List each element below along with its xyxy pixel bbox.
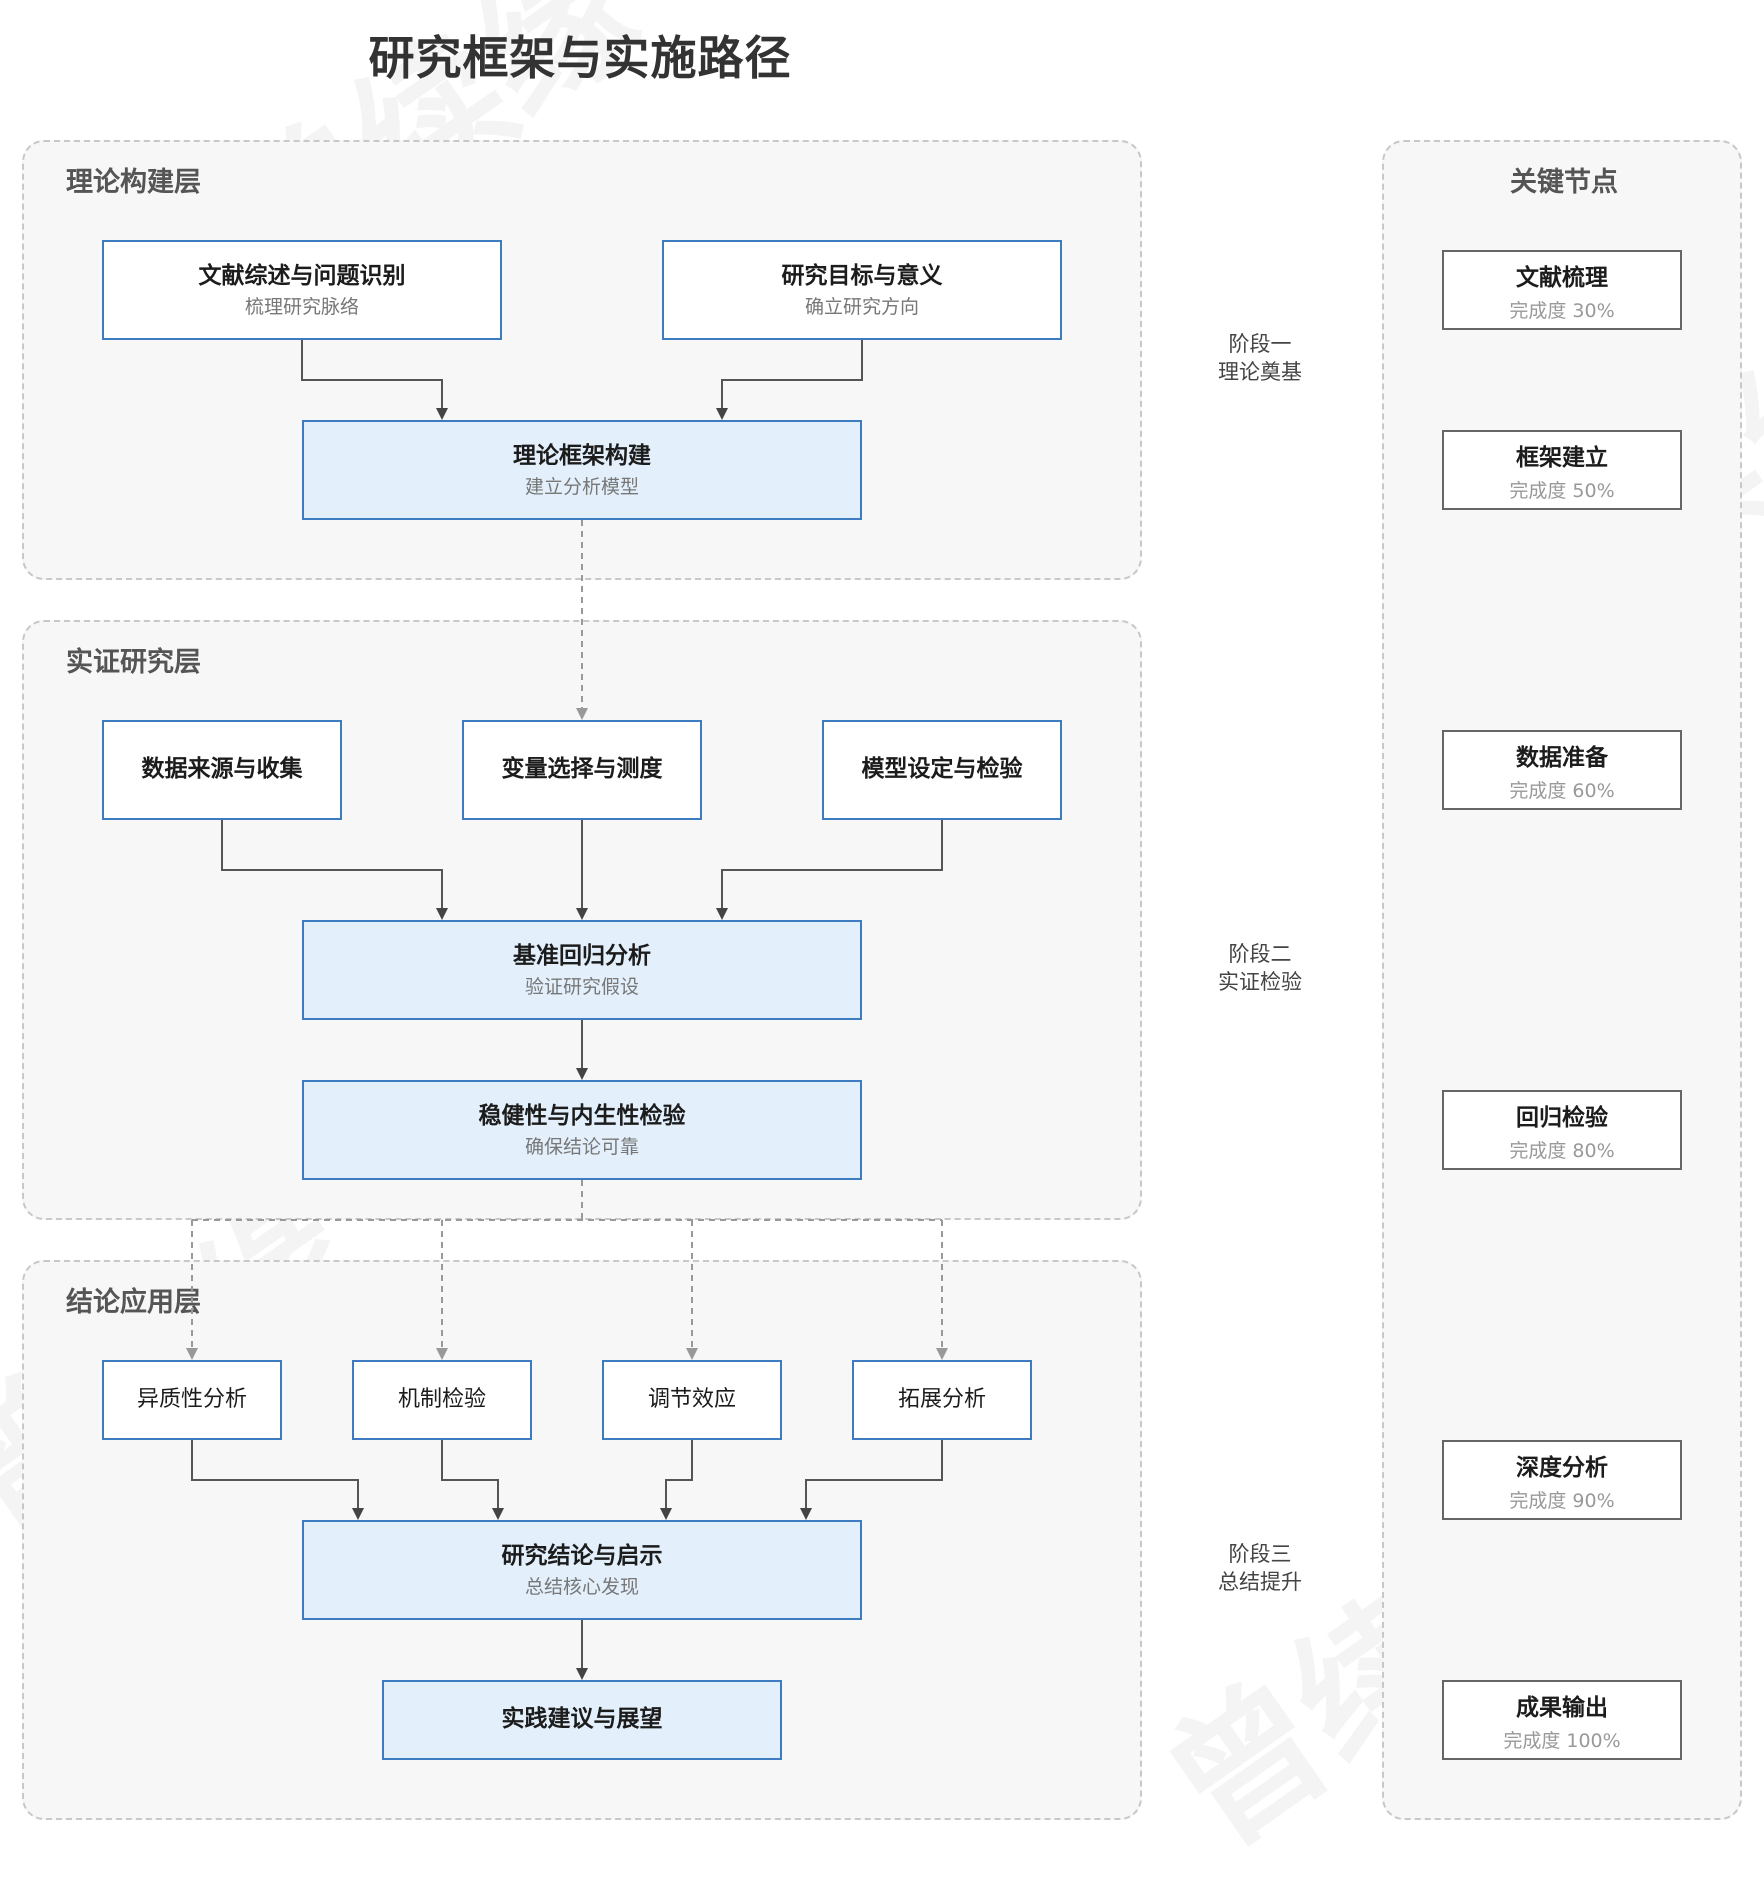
node-extension: 拓展分析 bbox=[852, 1360, 1032, 1440]
milestone-framework: 框架建立 完成度 50% bbox=[1442, 430, 1682, 510]
arrow-litreview-to-framework bbox=[301, 340, 448, 420]
node-title: 文献综述与问题识别 bbox=[198, 262, 406, 289]
arrow-mechanism-to-conclusion bbox=[441, 1440, 504, 1520]
stage-number: 阶段一 bbox=[1228, 332, 1292, 356]
milestone-title: 成果输出 bbox=[1516, 1694, 1608, 1721]
milestone-progress: 完成度 60% bbox=[1509, 779, 1615, 802]
stage-name: 总结提升 bbox=[1218, 1570, 1302, 1595]
node-title: 异质性分析 bbox=[136, 1386, 247, 1412]
node-theory-framework: 理论框架构建 建立分析模型 bbox=[302, 420, 862, 520]
node-title: 机制检验 bbox=[397, 1386, 486, 1412]
node-title: 模型设定与检验 bbox=[861, 756, 1023, 783]
node-subtitle: 确保结论可靠 bbox=[524, 1135, 639, 1158]
arrow-hetero-to-conclusion bbox=[191, 1440, 364, 1520]
node-baseline-regression: 基准回归分析 验证研究假设 bbox=[302, 920, 862, 1020]
milestone-title: 文献梳理 bbox=[1516, 264, 1608, 291]
node-subtitle: 建立分析模型 bbox=[524, 475, 639, 498]
node-model-specification: 模型设定与检验 bbox=[822, 720, 1062, 820]
milestone-progress: 完成度 100% bbox=[1503, 1729, 1621, 1752]
milestone-regression: 回归检验 完成度 80% bbox=[1442, 1090, 1682, 1170]
node-title: 基准回归分析 bbox=[513, 942, 651, 969]
milestone-progress: 完成度 50% bbox=[1509, 479, 1615, 502]
arrow-extension-to-conclusion bbox=[800, 1440, 943, 1520]
milestone-progress: 完成度 90% bbox=[1509, 1489, 1615, 1512]
arrow-model-to-baseline bbox=[716, 820, 943, 920]
stage-label-3: 阶段三 总结提升 bbox=[1170, 1540, 1350, 1597]
node-mechanism: 机制检验 bbox=[352, 1360, 532, 1440]
milestones-panel-title: 关键节点 bbox=[1510, 167, 1618, 198]
stage-number: 阶段二 bbox=[1228, 942, 1292, 966]
milestone-output: 成果输出 完成度 100% bbox=[1442, 1680, 1682, 1760]
stage-name: 理论奠基 bbox=[1218, 360, 1302, 385]
node-heterogeneity: 异质性分析 bbox=[102, 1360, 282, 1440]
conclusion-layer-label: 结论应用层 bbox=[66, 1287, 201, 1318]
node-subtitle: 确立研究方向 bbox=[804, 295, 919, 318]
arrow-goals-to-framework bbox=[716, 340, 863, 420]
milestone-literature: 文献梳理 完成度 30% bbox=[1442, 250, 1682, 330]
node-moderation: 调节效应 bbox=[602, 1360, 782, 1440]
node-title: 变量选择与测度 bbox=[501, 756, 663, 783]
stage-label-2: 阶段二 实证检验 bbox=[1170, 940, 1350, 997]
arrow-moderation-to-conclusion bbox=[660, 1440, 693, 1520]
node-subtitle: 总结核心发现 bbox=[524, 1575, 639, 1598]
milestones-panel: 关键节点 bbox=[1382, 140, 1742, 1820]
empirical-layer-label: 实证研究层 bbox=[66, 647, 201, 678]
stage-number: 阶段三 bbox=[1228, 1542, 1292, 1566]
milestone-title: 回归检验 bbox=[1516, 1104, 1608, 1131]
node-data-source: 数据来源与收集 bbox=[102, 720, 342, 820]
milestone-progress: 完成度 80% bbox=[1509, 1139, 1615, 1162]
dashed-robustness-split bbox=[192, 1180, 942, 1221]
node-variable-selection: 变量选择与测度 bbox=[462, 720, 702, 820]
node-title: 稳健性与内生性检验 bbox=[478, 1102, 686, 1129]
milestone-title: 框架建立 bbox=[1516, 444, 1608, 471]
arrow-data-to-baseline bbox=[221, 820, 448, 920]
node-practice-outlook: 实践建议与展望 bbox=[382, 1680, 782, 1760]
node-title: 数据来源与收集 bbox=[141, 756, 303, 783]
stage-label-1: 阶段一 理论奠基 bbox=[1170, 330, 1350, 387]
milestone-deep-analysis: 深度分析 完成度 90% bbox=[1442, 1440, 1682, 1520]
node-literature-review: 文献综述与问题识别 梳理研究脉络 bbox=[102, 240, 502, 340]
theory-layer-label: 理论构建层 bbox=[66, 167, 201, 198]
milestone-data: 数据准备 完成度 60% bbox=[1442, 730, 1682, 810]
node-title: 拓展分析 bbox=[897, 1386, 986, 1412]
node-title: 调节效应 bbox=[647, 1386, 736, 1412]
node-research-conclusion: 研究结论与启示 总结核心发现 bbox=[302, 1520, 862, 1620]
node-subtitle: 验证研究假设 bbox=[524, 975, 639, 998]
node-title: 实践建议与展望 bbox=[501, 1706, 663, 1733]
page-title: 研究框架与实施路径 bbox=[368, 31, 792, 85]
milestone-title: 数据准备 bbox=[1516, 744, 1608, 771]
node-research-goals: 研究目标与意义 确立研究方向 bbox=[662, 240, 1062, 340]
node-title: 理论框架构建 bbox=[513, 442, 651, 469]
milestone-progress: 完成度 30% bbox=[1509, 299, 1615, 322]
stage-name: 实证检验 bbox=[1218, 970, 1302, 995]
node-title: 研究结论与启示 bbox=[501, 1542, 663, 1569]
node-subtitle: 梳理研究脉络 bbox=[244, 295, 359, 318]
node-title: 研究目标与意义 bbox=[781, 262, 943, 289]
milestone-title: 深度分析 bbox=[1516, 1454, 1608, 1481]
connector-lines bbox=[186, 340, 948, 1680]
node-robustness-check: 稳健性与内生性检验 确保结论可靠 bbox=[302, 1080, 862, 1180]
